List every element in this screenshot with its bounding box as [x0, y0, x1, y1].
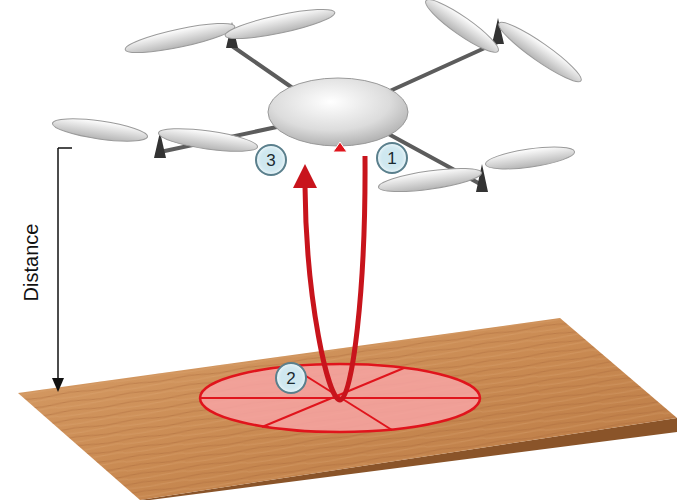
drone-body [268, 78, 408, 146]
callout-circle: 1 [376, 142, 408, 174]
dimension-label: Distance [21, 223, 44, 301]
distance-tick [58, 147, 72, 149]
distance-arrowhead [52, 378, 64, 392]
drone-arms [160, 42, 498, 185]
distance-line [57, 148, 59, 380]
wood-grain [18, 318, 677, 500]
wooden-floor [18, 318, 677, 500]
callout-number: 2 [286, 370, 295, 387]
drone-motors [154, 18, 504, 192]
callout-number: 1 [387, 150, 396, 167]
callout-circle: 3 [255, 144, 287, 176]
propellers [51, 0, 586, 196]
signal-path [305, 156, 365, 400]
sensor-marker [333, 142, 347, 152]
callout-circle: 2 [275, 362, 307, 394]
signal-arrowhead [293, 164, 317, 188]
callout-number: 3 [266, 152, 275, 169]
